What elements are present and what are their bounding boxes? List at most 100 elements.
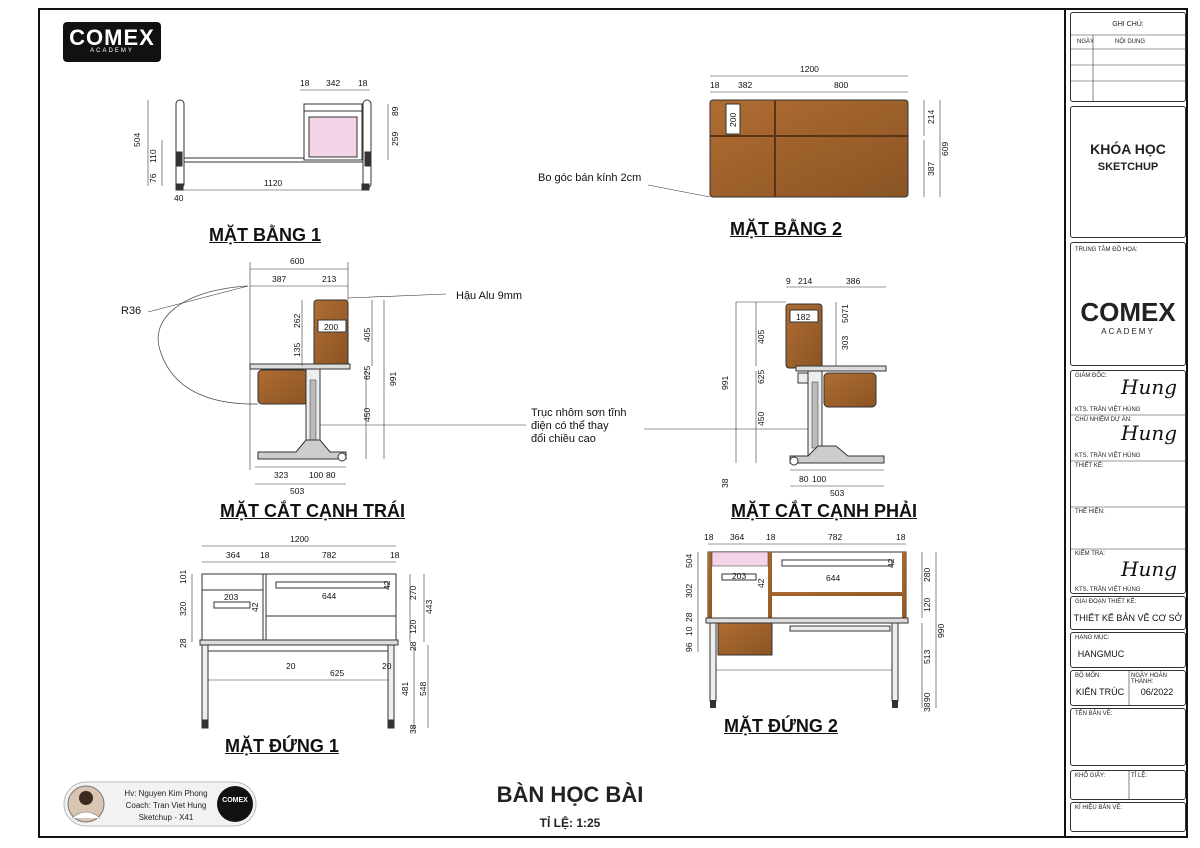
view-title-right-section: MẶT CẮT CẠNH PHẢI: [731, 501, 917, 521]
dim-label: 40: [174, 193, 184, 203]
dim-label: 18: [766, 532, 776, 542]
elevation1-dims: 1200 364 18 782 18 101 320 203 42 644 42…: [178, 534, 434, 734]
dim-label: 18: [710, 80, 720, 90]
dim-label: 262: [292, 314, 302, 328]
dim-label: 18: [300, 78, 310, 88]
dim-label: 135: [292, 343, 302, 357]
credit-text: Hv: Nguyen Kim Phong Coach: Tran Viet Hu…: [108, 788, 224, 824]
elevation1-drawing: [191, 545, 429, 729]
signature-director: Hung: [1121, 375, 1178, 399]
dim-label: 387: [272, 274, 286, 284]
view-title-elev2: MẶT ĐỨNG 2: [724, 716, 838, 736]
dim-label: 20: [382, 661, 392, 671]
comex-logo: COMEX ACADEMY: [63, 22, 161, 62]
dim-label: 386: [846, 276, 860, 286]
dept-value: KIẾN TRÚC: [1075, 687, 1125, 697]
left-section-dims: 600 387 213 262 200 135 405 625 991 450 …: [272, 256, 398, 496]
director-label: GIÁM ĐỐC:: [1075, 373, 1108, 379]
code-box: KÍ HIỆU BẢN VẼ:: [1070, 802, 1186, 832]
right-section-dims: 9 214 386 182 5071 405 303 991 625 450 3…: [720, 276, 860, 498]
scale-label: TỈ LỆ:: [1131, 773, 1148, 779]
dim-label: 18: [358, 78, 368, 88]
dim-label: 503: [830, 488, 844, 498]
drawing-name-label: TÊN BẢN VẼ:: [1075, 711, 1113, 717]
dim-label: 18: [704, 532, 714, 542]
annotation-shaft-line: Trục nhôm sơn tĩnh: [531, 407, 627, 419]
dim-label: 18: [896, 532, 906, 542]
notes-content-header: NỘI DUNG: [1115, 39, 1145, 45]
dim-label: 405: [362, 328, 372, 342]
checker-name: KTS. TRẦN VIỆT HÙNG: [1075, 587, 1141, 593]
completion-label: NGÀY HOÀN THÀNH:: [1131, 673, 1167, 685]
drawing-name-box: TÊN BẢN VẼ:: [1070, 708, 1186, 766]
dim-label: 405: [756, 330, 766, 344]
dim-label: 203: [224, 592, 238, 602]
signature-checker: Hung: [1121, 557, 1178, 581]
dim-label: 450: [362, 408, 372, 422]
view-title-plan2: MẶT BẰNG 2: [730, 219, 842, 239]
completion-value: 06/2022: [1140, 687, 1174, 697]
drawing-title: BÀN HỌC BÀI: [496, 782, 644, 807]
dim-label: 382: [738, 80, 752, 90]
dim-label: 1200: [800, 64, 819, 74]
course-title: KHÓA HỌC: [1090, 141, 1166, 157]
dim-label: 18: [390, 550, 400, 560]
dim-label: 10: [684, 626, 694, 636]
dim-label: 320: [178, 602, 188, 616]
credit-badge: [63, 781, 257, 827]
dim-label: 625: [330, 668, 344, 678]
dim-label: 38: [922, 702, 932, 712]
dim-label: 609: [940, 142, 950, 156]
left-section-drawing: [147, 262, 526, 485]
plan2-drawing: [647, 75, 941, 198]
dim-label: 280: [922, 568, 932, 582]
dim-label: 450: [756, 412, 766, 426]
dim-label: 100: [309, 470, 323, 480]
project-lead-name: KTS. TRẦN VIỆT HÙNG: [1075, 453, 1141, 459]
dim-label: 20: [286, 661, 296, 671]
credit-logo: COMEX: [222, 797, 248, 804]
elevation2-dims: 18 364 18 782 18 504 203 42 644 42 280 3…: [684, 532, 946, 712]
center-logo: COMEX: [1080, 297, 1176, 327]
paper-box: KHỔ GIẤY: TỈ LỆ:: [1070, 770, 1186, 800]
dim-label: 644: [826, 573, 840, 583]
dim-label: 323: [274, 470, 288, 480]
dim-label: 800: [834, 80, 848, 90]
dim-label: 80: [326, 470, 336, 480]
design-label: THIẾT KẾ:: [1075, 463, 1104, 469]
dim-label: 38: [408, 724, 418, 734]
dim-label: 1120: [264, 178, 283, 188]
center-box: TRUNG TÂM ĐỒ HỌA: COMEX ACADEMY: [1070, 242, 1186, 366]
credit-line: Hv: Nguyen Kim Phong: [124, 789, 208, 798]
dim-label: 203: [732, 571, 746, 581]
dim-label: 101: [178, 570, 188, 584]
dept-divider: [1128, 671, 1130, 705]
dim-label: 42: [886, 558, 896, 568]
course-box: KHÓA HỌC SKETCHUP: [1070, 106, 1186, 238]
dim-label: 782: [322, 550, 336, 560]
paper-divider: [1128, 771, 1130, 799]
course-subtitle: SKETCHUP: [1097, 161, 1159, 173]
dim-label: 625: [362, 366, 372, 380]
dim-label: 42: [250, 602, 260, 612]
dim-label: 504: [684, 554, 694, 568]
dim-label: 270: [408, 586, 418, 600]
right-section-drawing: [644, 286, 887, 487]
staff-box: GIÁM ĐỐC: Hung KTS. TRẦN VIỆT HÙNG CHỦ N…: [1070, 370, 1186, 594]
drawing-canvas: 18 342 18 504 89 259 76 110 1120 40 1200…: [63, 64, 950, 827]
dim-label: 214: [926, 110, 936, 124]
center-label: TRUNG TÂM ĐỒ HỌA:: [1075, 247, 1138, 253]
dim-label: 42: [382, 580, 392, 590]
dim-label: 625: [756, 370, 766, 384]
dim-label: 89: [390, 106, 400, 116]
view-title-elev1: MẶT ĐỨNG 1: [225, 736, 339, 756]
annotation-radius: R36: [121, 305, 142, 317]
dim-label: 28: [408, 641, 418, 651]
phase-box: GIAI ĐOẠN THIẾT KẾ: THIẾT KẾ BẢN VẼ CƠ S…: [1070, 596, 1186, 630]
title-block: GHI CHÚ: NGÀY NỘI DUNG KHÓA HỌC SKETCHUP…: [1064, 8, 1188, 838]
dim-label: 80: [799, 474, 809, 484]
dim-label: 600: [290, 256, 304, 266]
dim-label: 100: [812, 474, 826, 484]
project-lead-label: CHỦ NHIỆM DỰ ÁN:: [1075, 417, 1132, 423]
dim-label: 28: [684, 612, 694, 622]
